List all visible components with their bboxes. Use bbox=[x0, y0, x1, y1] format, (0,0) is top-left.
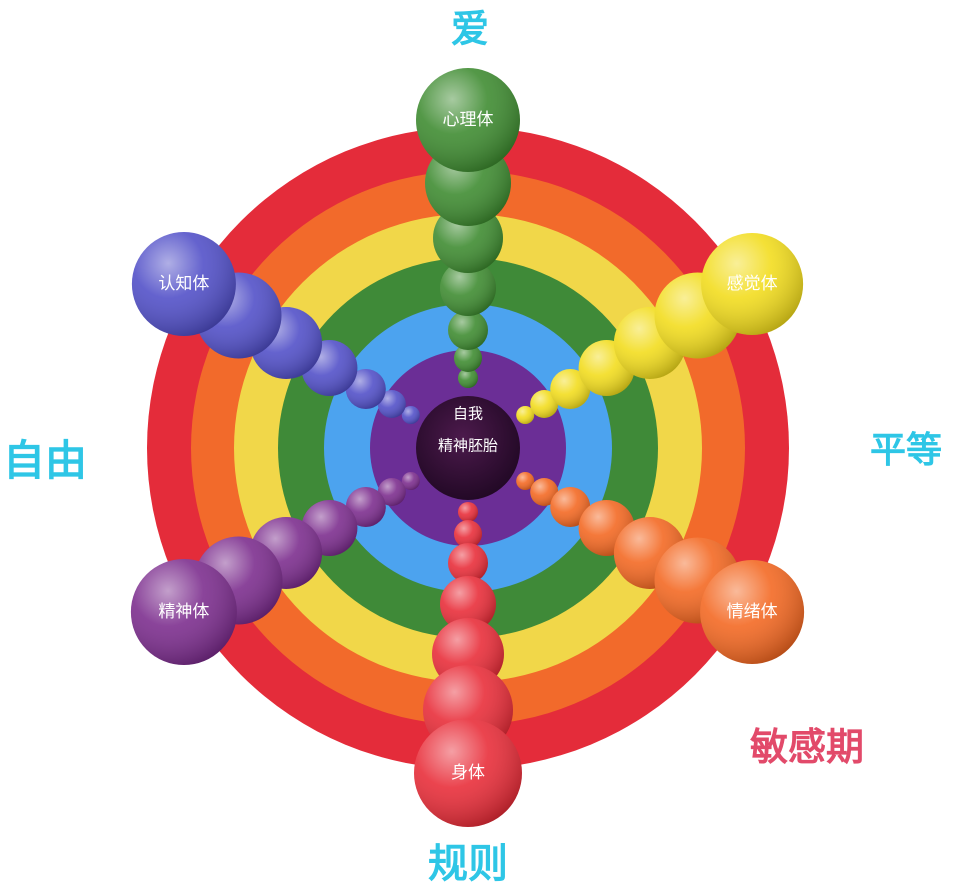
label-equality: 平等 bbox=[870, 429, 942, 471]
label-sensitive-period: 敏感期 bbox=[750, 724, 864, 769]
sphere-shading bbox=[458, 502, 478, 522]
label-rules: 规则 bbox=[428, 840, 508, 887]
arm-label-spirit: 精神体 bbox=[158, 602, 209, 622]
label-love: 爱 bbox=[451, 6, 489, 51]
arm-label-psych: 心理体 bbox=[443, 110, 494, 130]
center-label-self: 自我 bbox=[453, 405, 483, 423]
arm-label-cognition: 认知体 bbox=[158, 274, 209, 294]
arm-label-body: 身体 bbox=[451, 763, 485, 783]
arm-label-emotion: 情绪体 bbox=[727, 602, 778, 622]
arm-label-sense: 感觉体 bbox=[727, 274, 778, 294]
center-label-embryo: 精神胚胎 bbox=[438, 437, 498, 455]
center-core: 自我 精神胚胎 bbox=[416, 396, 520, 500]
label-freedom: 自由 bbox=[3, 436, 87, 485]
